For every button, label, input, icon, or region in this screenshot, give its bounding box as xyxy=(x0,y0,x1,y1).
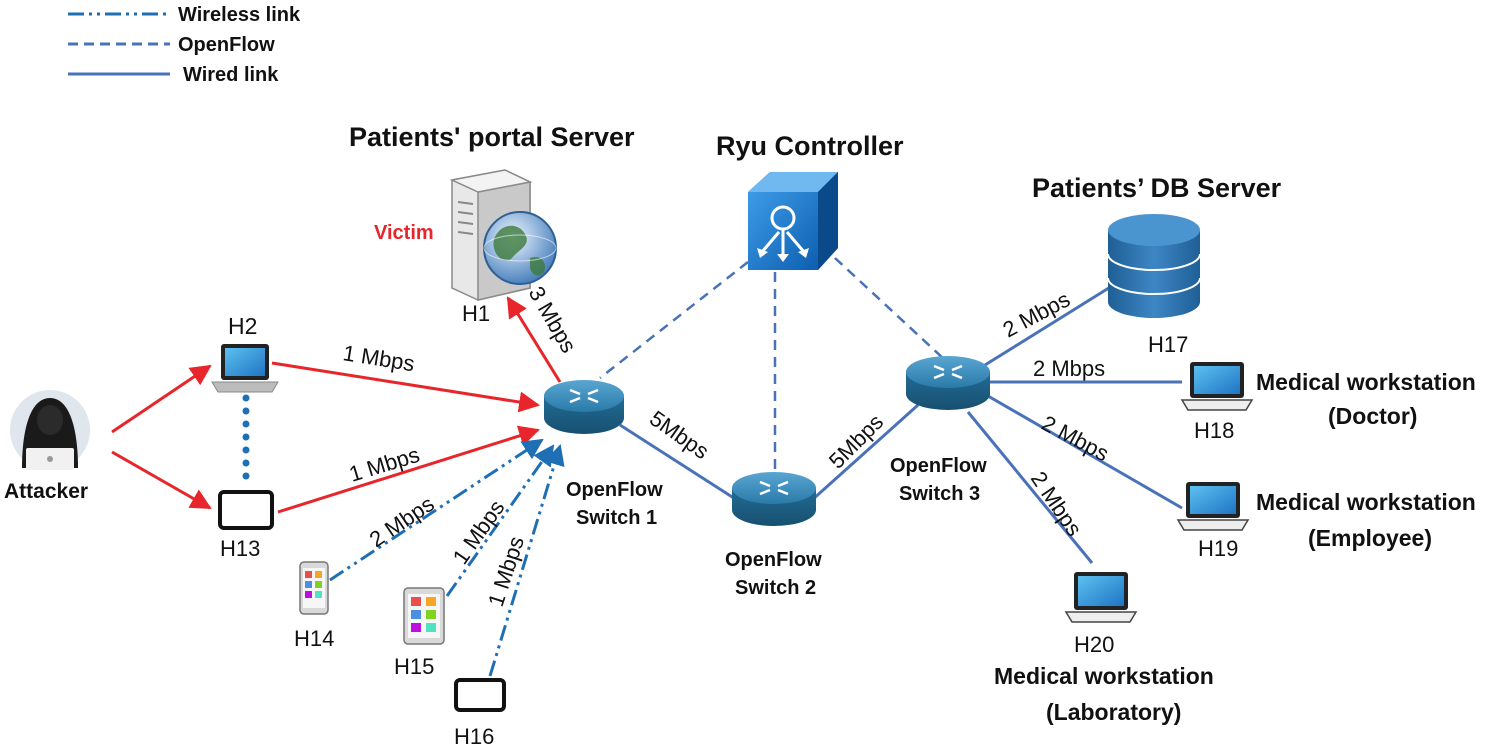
workstation-lab-line1: Medical workstation xyxy=(994,663,1214,689)
openflow-switch-1: OpenFlow Switch 1 xyxy=(544,380,663,529)
link-label-h1-s1: 3 Mbps xyxy=(524,282,582,357)
globe-icon xyxy=(483,211,557,285)
host-label-h17: H17 xyxy=(1148,332,1188,357)
openflow-switch-3: OpenFlow Switch 3 xyxy=(890,356,990,505)
wired-link-s3-h17 xyxy=(984,284,1113,367)
wired-link-s3-h20 xyxy=(966,411,1094,564)
smartphone-icon xyxy=(299,561,329,615)
wireless-link-h16-s1 xyxy=(488,443,565,677)
switch-3-label-line1: OpenFlow xyxy=(890,455,987,477)
host-label-h16: H16 xyxy=(454,724,494,749)
attacker-label: Attacker xyxy=(4,480,88,503)
host-label-h19: H19 xyxy=(1198,536,1238,561)
link-label-h2-s1: 1 Mbps xyxy=(341,340,416,376)
tablet-icon xyxy=(454,678,506,712)
switch-1-label-line1: OpenFlow xyxy=(566,479,663,501)
laptop-icon xyxy=(1176,482,1250,531)
switch-icon xyxy=(906,356,990,410)
database-icon xyxy=(1107,214,1201,318)
link-label-s1-s2: 5Mbps xyxy=(645,406,713,464)
legend: Wireless link OpenFlow Wired link xyxy=(68,4,301,86)
laptop-icon xyxy=(1180,362,1254,411)
attack-link-attacker-h13 xyxy=(111,450,212,510)
db-server-title: Patients’ DB Server xyxy=(1032,173,1282,203)
link-label-s3-h18: 2 Mbps xyxy=(1033,356,1105,381)
workstation-doctor-line1: Medical workstation xyxy=(1256,369,1476,395)
host-label-h14: H14 xyxy=(294,626,334,651)
attack-link-attacker-h2 xyxy=(111,364,212,434)
host-label-h18: H18 xyxy=(1194,418,1234,443)
openflow-links xyxy=(599,257,946,478)
host-h17: H17 xyxy=(1107,214,1201,357)
controller-title: Ryu Controller xyxy=(716,131,904,161)
wireless-link-h15-s1 xyxy=(445,444,555,597)
host-label-h1: H1 xyxy=(462,301,490,326)
switch-icon xyxy=(544,380,624,434)
wired-links xyxy=(619,284,1183,564)
host-label-h15: H15 xyxy=(394,654,434,679)
attack-link-h2-s1 xyxy=(271,361,541,413)
switch-1-label-line2: Switch 1 xyxy=(576,507,657,529)
attack-links xyxy=(111,296,562,514)
laptop-icon xyxy=(211,344,279,393)
wired-link-s3-h19 xyxy=(987,394,1183,510)
host-label-h20: H20 xyxy=(1074,632,1114,657)
host-h19: H19 Medical workstation (Employee) xyxy=(1176,482,1476,561)
wired-link-s2-s3 xyxy=(810,403,920,502)
attack-link-s1-h1 xyxy=(506,296,562,383)
legend-wireless-label: Wireless link xyxy=(178,4,301,26)
switch-2-label-line2: Switch 2 xyxy=(735,577,816,599)
workstation-employee-line2: (Employee) xyxy=(1308,525,1432,551)
workstation-lab-line2: (Laboratory) xyxy=(1046,699,1181,725)
ryu-controller xyxy=(748,172,838,270)
wireless-links xyxy=(242,394,565,677)
switch-2-label-line1: OpenFlow xyxy=(725,549,822,571)
host-h2: H2 xyxy=(211,313,279,393)
host-h18: H18 Medical workstation (Doctor) xyxy=(1180,362,1476,443)
attack-link-h13-s1 xyxy=(277,425,541,514)
switch-icon xyxy=(732,472,816,526)
link-label-h16-s1: 1 Mbps xyxy=(483,533,529,609)
wireless-link-h14-s1 xyxy=(329,438,544,582)
workstation-doctor-line2: (Doctor) xyxy=(1328,403,1417,429)
controller-icon xyxy=(757,205,809,262)
link-label-h14-s1: 2 Mbps xyxy=(365,491,439,552)
laptop-icon xyxy=(1064,572,1138,623)
legend-openflow-label: OpenFlow xyxy=(178,34,275,56)
host-label-h13: H13 xyxy=(220,536,260,561)
legend-wired-label: Wired link xyxy=(183,64,279,86)
wired-link-s1-s2 xyxy=(619,423,741,504)
tablet-icon xyxy=(218,490,274,530)
switch-3-label-line2: Switch 3 xyxy=(899,483,980,505)
host-label-h2: H2 xyxy=(228,313,257,339)
victim-label: Victim xyxy=(374,222,434,244)
openflow-link-s1 xyxy=(599,261,749,379)
server-h1: Victim H1 xyxy=(374,169,557,326)
host-h13: H13 xyxy=(218,490,274,561)
host-h15: H15 xyxy=(394,587,445,679)
openflow-link-s3 xyxy=(834,257,946,361)
hacker-icon xyxy=(10,390,90,470)
openflow-switch-2: OpenFlow Switch 2 xyxy=(725,472,822,599)
link-label-s3-h20: 2 Mbps xyxy=(1026,467,1087,541)
workstation-employee-line1: Medical workstation xyxy=(1256,489,1476,515)
portal-server-title: Patients' portal Server xyxy=(349,122,635,152)
host-h16: H16 xyxy=(454,678,506,749)
tablet-icon xyxy=(403,587,445,645)
host-h14: H14 xyxy=(294,561,334,651)
attacker: Attacker xyxy=(4,390,90,503)
host-h20: H20 Medical workstation (Laboratory) xyxy=(994,572,1214,725)
link-label-s3-h19: 2 Mbps xyxy=(1038,410,1113,466)
